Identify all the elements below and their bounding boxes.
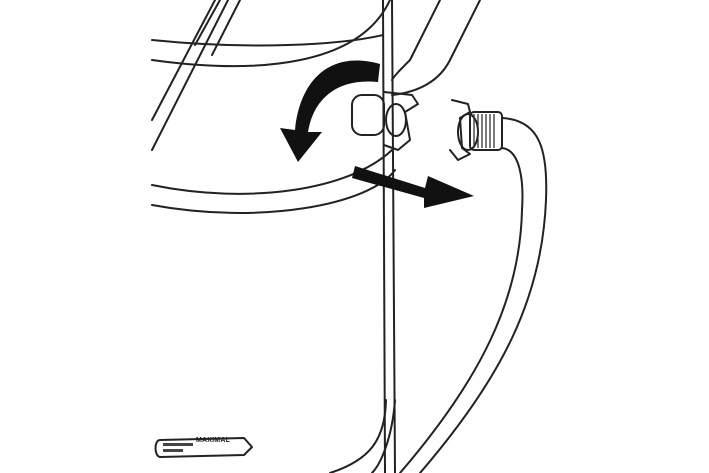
tank-outlet-pipe xyxy=(351,0,481,151)
level-label-frame xyxy=(154,437,253,458)
hose-coupling xyxy=(399,99,548,473)
handle xyxy=(151,0,241,151)
pull-arrow-icon xyxy=(352,166,474,208)
level-label-text: MAXIMAL xyxy=(196,437,231,444)
rotate-arrow-icon xyxy=(280,60,380,162)
